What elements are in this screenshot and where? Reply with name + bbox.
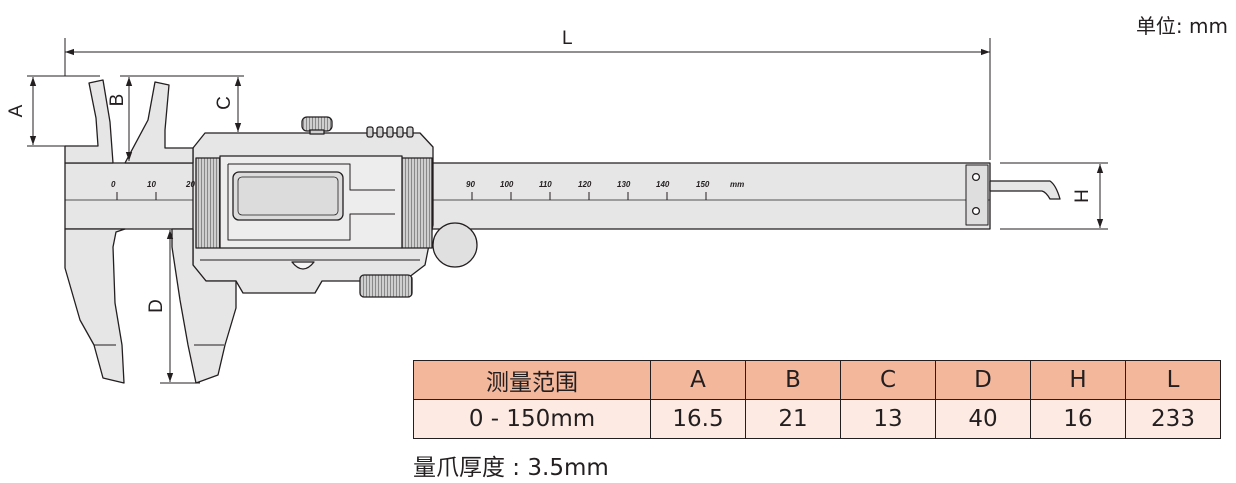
header-L: L	[1125, 360, 1221, 400]
header-range: 测量范围	[413, 360, 651, 400]
cell-H: 16	[1030, 399, 1126, 439]
scale-right-90: 90	[466, 180, 475, 189]
fixed-jaw-upper	[64, 79, 114, 164]
scale-numbers: 0 10 20 90 100 110 120 130 140 150 mm	[111, 180, 744, 189]
cell-B: 21	[745, 399, 841, 439]
spec-table: 测量范围 A B C D H L 0 - 150mm 16.5 21 13 40…	[413, 360, 1221, 439]
header-A: A	[650, 360, 746, 400]
scale-unit: mm	[730, 180, 744, 189]
scale-right-100: 100	[500, 180, 514, 189]
header-C: C	[840, 360, 936, 400]
dim-label-C: C	[214, 96, 235, 110]
scale-ticks	[116, 192, 707, 200]
power-button	[291, 261, 315, 270]
depth-rod	[989, 180, 1061, 200]
cell-A: 16.5	[650, 399, 746, 439]
dim-label-H: H	[1072, 189, 1093, 203]
scale-left-20: 20	[185, 180, 195, 189]
dim-label-D: D	[146, 299, 167, 313]
header-D: D	[935, 360, 1031, 400]
right-grip	[401, 157, 433, 249]
table-row: 0 - 150mm 16.5 21 13 40 16 233	[413, 399, 1221, 439]
top-ridges	[366, 126, 414, 138]
slider-jaw-upper	[124, 81, 194, 164]
bottom-wheel	[359, 274, 413, 298]
scale-right-110: 110	[539, 180, 552, 189]
scale-right-150: 150	[696, 180, 710, 189]
lcd-window	[232, 171, 344, 221]
cell-L: 233	[1125, 399, 1221, 439]
fixed-jaw-lower	[64, 228, 126, 384]
dim-label-B: B	[107, 94, 128, 107]
scale-right-140: 140	[656, 180, 670, 189]
dim-label-L: L	[562, 28, 573, 49]
spec-table-header-row: 测量范围 A B C D H L	[413, 360, 1221, 400]
jaw-thickness-note: 量爪厚度 : 3.5mm	[413, 455, 609, 481]
cell-D: 40	[935, 399, 1031, 439]
thumb-roller	[432, 222, 478, 268]
scale-left-10: 10	[147, 180, 156, 189]
unit-label: 单位: mm	[1135, 14, 1228, 38]
clamp-screw	[301, 116, 333, 132]
cell-range: 0 - 150mm	[413, 399, 651, 439]
left-grip	[195, 157, 221, 249]
cell-C: 13	[840, 399, 936, 439]
header-H: H	[1030, 360, 1126, 400]
scale-left-0: 0	[111, 180, 116, 189]
header-B: B	[745, 360, 841, 400]
dim-label-A: A	[6, 104, 27, 117]
scale-right-120: 120	[578, 180, 592, 189]
scale-right-130: 130	[617, 180, 631, 189]
